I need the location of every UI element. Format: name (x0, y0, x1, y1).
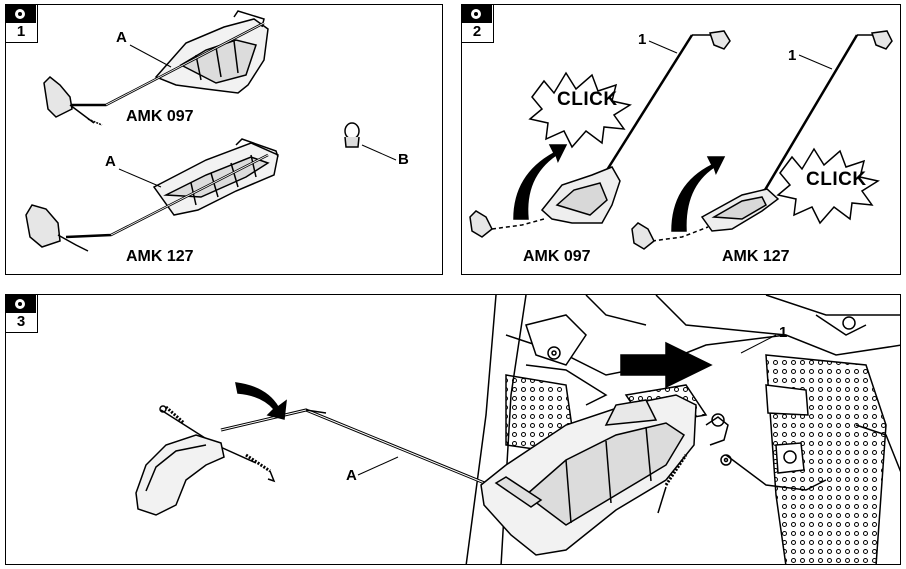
step-badge: 2 (462, 5, 494, 43)
callout-1-right: 1 (788, 47, 797, 64)
panel-2-illustration (469, 30, 893, 250)
step-number: 2 (472, 23, 482, 40)
callout-a: A (346, 467, 357, 484)
callout-1-left: 1 (638, 31, 647, 48)
model-label-amk127: AMK 127 (126, 248, 194, 265)
step-badge: 3 (6, 295, 38, 333)
model-label-amk127: AMK 127 (722, 248, 790, 265)
callout-1: 1 (779, 324, 788, 341)
camera-icon (6, 5, 36, 23)
model-label-amk097: AMK 097 (523, 248, 591, 265)
step-panel-2: 2 (461, 4, 901, 275)
step-badge: 1 (6, 5, 38, 43)
step-panel-1: 1 (5, 4, 443, 275)
model-label-amk097: AMK 097 (126, 108, 194, 125)
camera-icon (462, 5, 492, 23)
step-number: 3 (16, 313, 26, 330)
click-label-2: CLICK (806, 169, 867, 190)
callout-b: B (398, 151, 409, 168)
callout-a-2: A (105, 153, 116, 170)
callout-a-1: A (116, 29, 127, 46)
panel-3-illustration (135, 295, 900, 564)
click-label-1: CLICK (557, 89, 618, 110)
camera-icon (6, 295, 36, 313)
step-number: 1 (16, 23, 26, 40)
panel-1-illustration (25, 10, 397, 252)
step-panel-3: 3 (5, 294, 901, 565)
